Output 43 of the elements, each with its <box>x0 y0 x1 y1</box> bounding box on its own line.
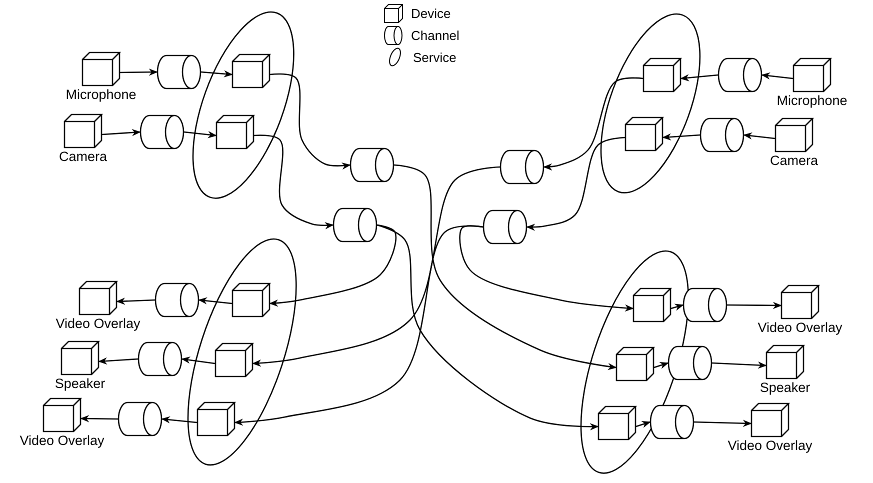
arrow <box>459 225 634 312</box>
legend-label: Channel <box>411 28 460 42</box>
arrow <box>743 132 776 140</box>
arrow <box>543 77 644 170</box>
device-label: Microphone <box>66 87 136 102</box>
arrow <box>662 133 700 141</box>
arrow <box>184 131 217 138</box>
legend-label: Service <box>413 50 456 64</box>
arrow <box>394 164 617 370</box>
device-label: Speaker <box>760 380 810 395</box>
arrow <box>80 415 118 422</box>
arrow <box>680 74 718 82</box>
arrow <box>200 70 233 78</box>
arrow <box>712 362 767 369</box>
arrow <box>694 420 752 427</box>
arrow <box>654 362 669 369</box>
arrow <box>234 225 484 426</box>
arrow <box>254 134 334 230</box>
legend-label: Device <box>411 6 451 20</box>
arrow <box>670 304 684 311</box>
arrow <box>120 68 158 76</box>
arrow <box>526 136 626 231</box>
arrow <box>727 302 782 310</box>
arrow <box>98 357 138 365</box>
arrow <box>116 298 156 305</box>
device-label: Camera <box>59 149 107 164</box>
arrow <box>198 297 232 304</box>
arrow <box>761 72 794 80</box>
arrow <box>270 73 351 170</box>
arrow <box>181 356 216 364</box>
device-label: Camera <box>770 153 818 168</box>
arrow <box>636 421 651 428</box>
arrow <box>161 416 198 424</box>
device-label: Video Overlay <box>728 438 812 453</box>
device-label: Video Overlay <box>56 316 140 331</box>
arrow <box>269 224 397 307</box>
device-label: Video Overlay <box>758 320 842 335</box>
device-label: Speaker <box>54 376 106 391</box>
device-label: Video Overlay <box>20 433 104 448</box>
arrow <box>376 224 599 430</box>
arrow <box>252 166 500 367</box>
device-label: Microphone <box>776 93 848 108</box>
arrow <box>102 128 141 136</box>
